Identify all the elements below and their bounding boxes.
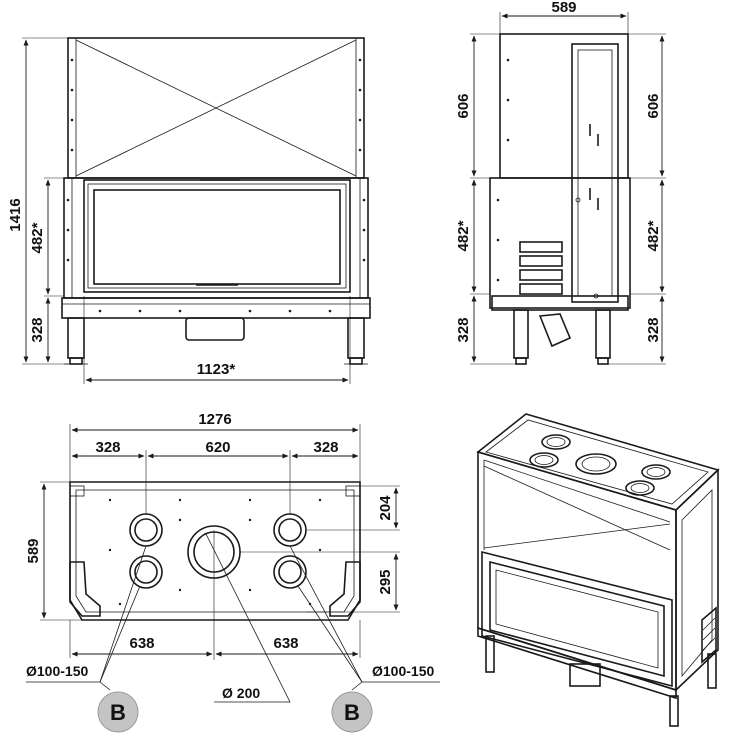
dim-side-leg-left: 328 <box>455 317 472 342</box>
dim-side-top-left: 606 <box>455 93 472 118</box>
dim-front-door-width: 1123* <box>197 361 236 378</box>
side-vents <box>519 241 563 295</box>
label-central-outlet: Ø 200 <box>222 685 260 701</box>
dim-front-leg-height: 328 <box>29 317 46 342</box>
badge-b-left-text: B <box>110 700 126 725</box>
dim-side-leg-right: 328 <box>645 317 662 342</box>
side-view: 589 606 482* 328 606 482* 328 <box>455 0 666 365</box>
label-small-outlets-left: Ø100-150 <box>26 663 88 679</box>
dim-side-top-right: 606 <box>645 93 662 118</box>
dim-top-bottom-left: 638 <box>129 635 154 652</box>
dim-side-door-left: 482* <box>455 220 472 251</box>
side-rivets <box>496 58 510 282</box>
dim-top-depth: 589 <box>25 538 42 563</box>
dim-top-right-offset: 328 <box>313 439 338 456</box>
top-view: 1276 328 620 328 589 204 295 638 638 Ø10… <box>25 411 440 733</box>
badge-b-right: B <box>331 691 373 733</box>
top-outlets <box>129 513 307 589</box>
top-rivets <box>108 498 322 606</box>
dim-side-depth: 589 <box>551 0 576 16</box>
dim-side-door-right: 482* <box>645 220 662 251</box>
dim-top-upper-depth: 204 <box>377 495 394 521</box>
dim-top-left-offset: 328 <box>95 439 120 456</box>
badge-b-right-text: B <box>344 700 360 725</box>
label-small-outlets-right: Ø100-150 <box>372 663 434 679</box>
front-rivets <box>66 58 366 313</box>
dim-top-center-span: 620 <box>205 439 230 456</box>
dim-top-lower-depth: 295 <box>377 569 394 594</box>
badge-b-left: B <box>97 691 139 733</box>
dim-top-bottom-right: 638 <box>273 635 298 652</box>
front-view: 1416 482* 328 1123* <box>7 37 371 384</box>
dim-front-total-height: 1416 <box>7 198 24 231</box>
dim-front-door-height: 482* <box>29 222 46 253</box>
isometric-view <box>476 413 720 727</box>
dim-top-total-width: 1276 <box>198 411 231 428</box>
